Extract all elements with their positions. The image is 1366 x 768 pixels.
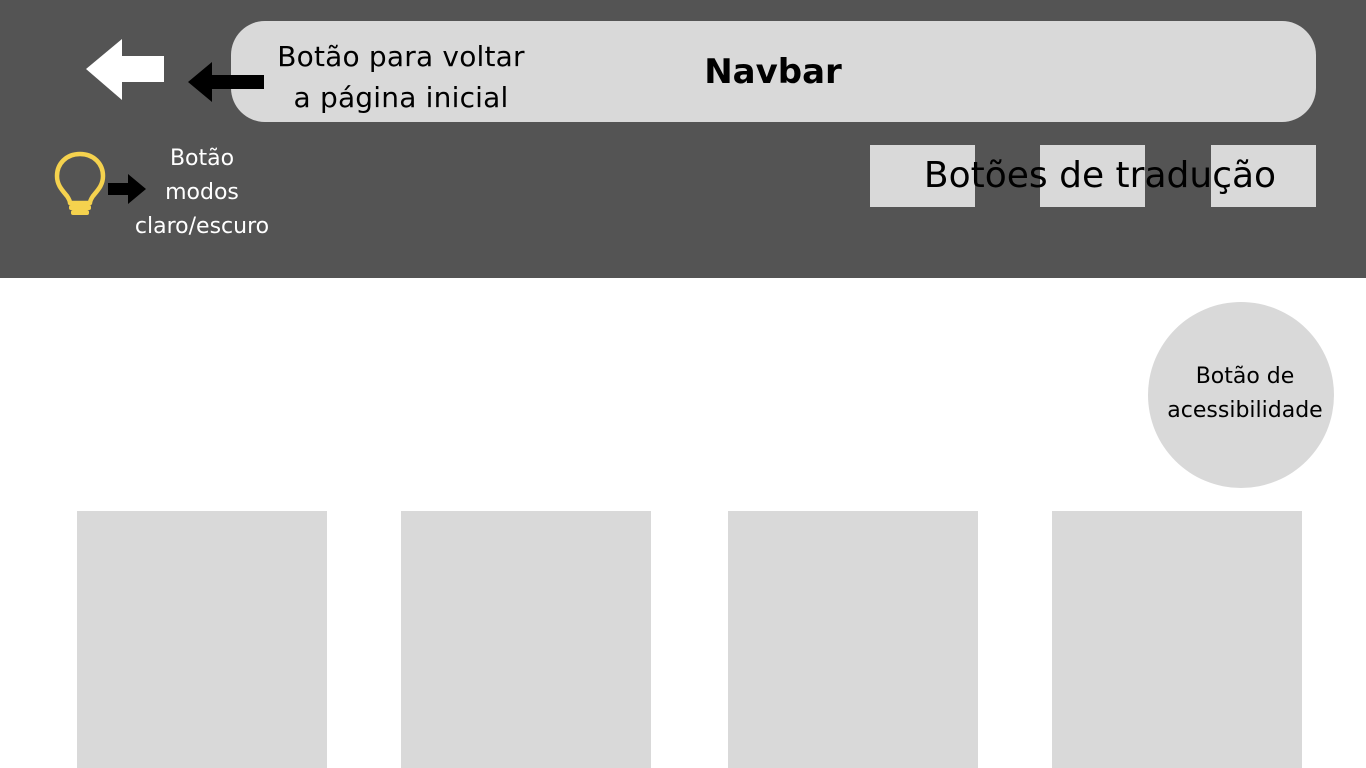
accessibility-label-line1: Botão de — [1195, 364, 1295, 389]
back-home-button[interactable] — [82, 36, 166, 102]
back-label-line2: a página inicial — [293, 81, 509, 114]
accessibility-button[interactable] — [1148, 302, 1334, 488]
translation-button-2[interactable] — [1040, 145, 1145, 207]
annotation-arrow-left-icon — [186, 60, 266, 104]
content-card-2[interactable] — [401, 511, 651, 768]
mode-label-line1: Botão — [169, 146, 235, 171]
accessibility-button-label: Botão de acessibilidade — [1150, 360, 1340, 428]
back-arrow-icon — [86, 39, 164, 100]
content-card-1[interactable] — [77, 511, 327, 768]
light-dark-mode-button[interactable] — [52, 150, 108, 216]
lightbulb-icon — [54, 151, 106, 215]
mode-button-annotation: Botão modos claro/escuro — [118, 142, 286, 244]
translation-button-1[interactable] — [870, 145, 975, 207]
header: Botão para voltar a página inicial Navba… — [0, 0, 1366, 278]
accessibility-label-line2: acessibilidade — [1167, 398, 1323, 423]
annotation-arrow-right-icon — [106, 172, 148, 206]
navbar — [231, 21, 1316, 122]
translation-button-3[interactable] — [1211, 145, 1316, 207]
content-card-3[interactable] — [728, 511, 978, 768]
mode-label-line2: modos — [165, 180, 239, 205]
back-label-line1: Botão para voltar — [277, 40, 525, 73]
mode-label-line3: claro/escuro — [134, 214, 270, 239]
content-card-4[interactable] — [1052, 511, 1302, 768]
navbar-title: Navbar — [704, 52, 842, 92]
back-button-annotation: Botão para voltar a página inicial — [270, 36, 532, 118]
